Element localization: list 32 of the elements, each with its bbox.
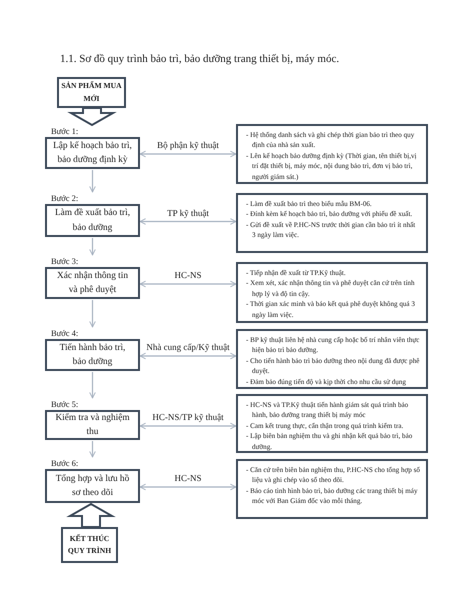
- arrow: [140, 150, 236, 158]
- process-box: Lập kế hoạch bảo trì, bảo dưỡng định kỳ: [45, 137, 140, 169]
- block-arrow: [66, 502, 116, 528]
- edge-label: HC-NS: [174, 473, 202, 483]
- step-label: Bước 2:: [50, 192, 78, 204]
- diagram-title: 1.1. Sơ đồ quy trình bảo trì, bảo dưỡng trang thiết bị, máy móc.: [60, 53, 340, 65]
- step-label: Bước 1:: [50, 125, 78, 137]
- edge-label: HC-NS/TP kỹ thuật: [151, 412, 225, 422]
- arrow: [140, 422, 236, 430]
- arrow: [89, 238, 96, 256]
- step-label: Bước 3:: [50, 255, 78, 267]
- process-box: Tổng hợp và lưu hồ sơ theo dõi: [45, 469, 140, 503]
- process-box: Kiểm tra và nghiệm thu: [45, 410, 140, 440]
- edge-label: Nhà cung cấp/Kỹ thuật: [145, 342, 231, 352]
- edge-label: HC-NS: [174, 270, 202, 280]
- step-label: Bước 5:: [50, 398, 78, 410]
- process-box: Xác nhận thông tin và phê duyệt: [45, 267, 140, 299]
- step-label: Bước 6:: [50, 457, 78, 469]
- arrow: [140, 280, 236, 288]
- edge-label: Bộ phận kỹ thuật: [156, 140, 220, 150]
- arrow: [140, 484, 236, 490]
- edge-label: TP kỹ thuật: [166, 208, 210, 218]
- arrow: [89, 170, 96, 192]
- step-label: Bước 4:: [50, 327, 78, 339]
- arrow: [140, 352, 236, 360]
- arrow: [89, 441, 96, 458]
- arrow: [89, 372, 96, 398]
- block-arrow: [67, 107, 117, 126]
- arrow: [89, 300, 96, 328]
- process-box: Tiến hành bảo trì, bảo dưỡng: [45, 339, 140, 371]
- arrow: [140, 218, 236, 225]
- process-box: Làm đề xuất bảo trì, bảo dưỡng: [45, 204, 140, 237]
